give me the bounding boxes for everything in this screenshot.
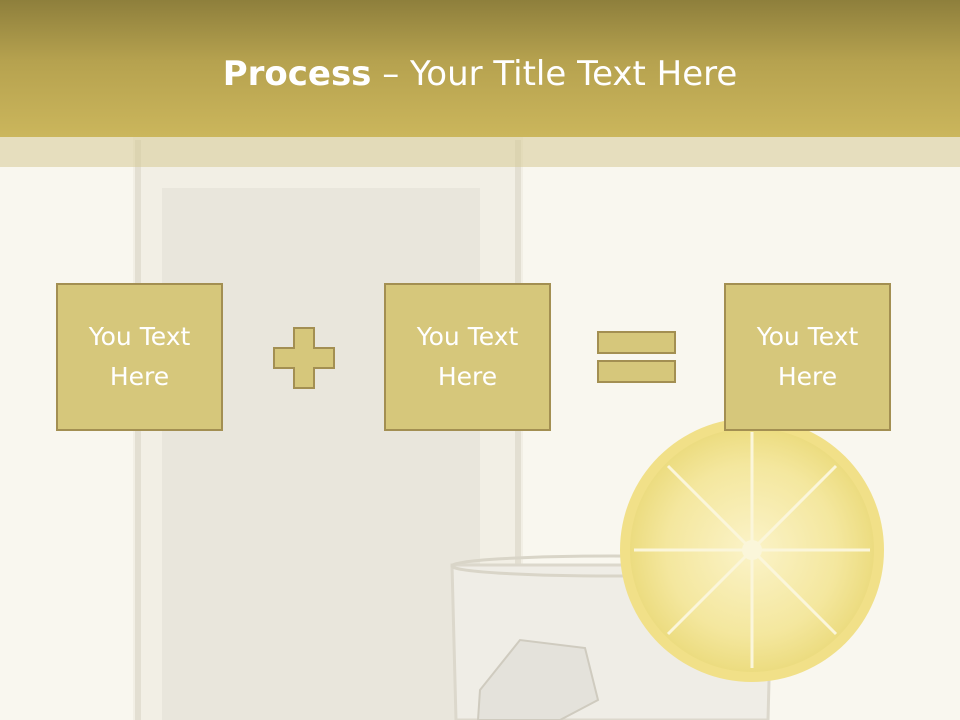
process-box-1-text: You Text Here xyxy=(88,322,191,391)
process-box-2-text: You Text Here xyxy=(416,322,519,391)
process-box-1: You Text Here xyxy=(56,283,223,431)
slide-title: Process – Your Title Text Here xyxy=(0,52,960,96)
title-bar xyxy=(0,0,960,137)
process-box-2: You Text Here xyxy=(384,283,551,431)
equals-icon xyxy=(597,331,676,383)
plus-icon xyxy=(273,327,335,389)
title-rest: – Your Title Text Here xyxy=(371,54,738,94)
title-bar-band xyxy=(0,137,960,167)
process-box-3: You Text Here xyxy=(724,283,891,431)
process-box-3-text: You Text Here xyxy=(756,322,859,391)
lemon-slice xyxy=(620,418,884,682)
title-bold: Process xyxy=(222,54,372,94)
